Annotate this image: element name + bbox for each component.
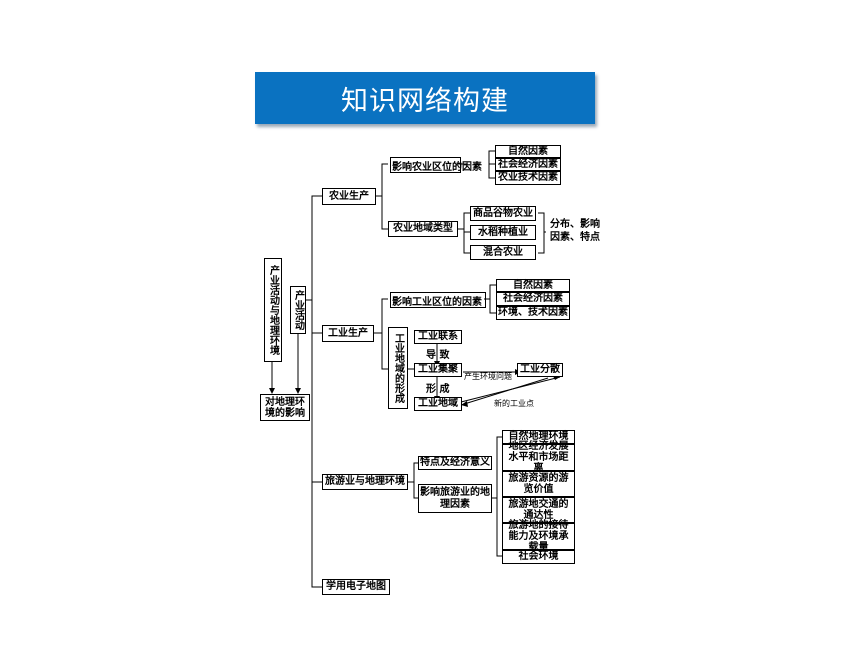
agri-factor-natural: 自然因素 <box>495 145 561 158</box>
agri-factor-socio: 社会经济因素 <box>495 158 561 171</box>
agri-regional-types: 农业地域类型 <box>388 221 458 237</box>
tourism-factors-label: 影响旅游业的地理因素 <box>418 484 492 513</box>
agriculture-box: 农业生产 <box>322 188 376 205</box>
ind-dispersion-box: 工业分散 <box>517 363 563 377</box>
ind-factor-env: 环境、技术因素 <box>496 306 570 320</box>
tourism-factor-4: 旅游地交通的通达性 <box>502 497 575 523</box>
tourism-factor-3: 旅游资源的游览价值 <box>502 471 575 497</box>
ind-cluster-box: 工业集聚 <box>414 363 462 377</box>
industry-box: 工业生产 <box>322 325 374 342</box>
main-brace <box>311 195 316 588</box>
ind-formation-box: 工业地域的形成 <box>388 327 408 409</box>
emap-box: 学用电子地图 <box>322 579 390 595</box>
ind-new-point-label: 新的工业点 <box>494 399 534 408</box>
tourism-factor-2: 地区经济发展水平和市场距离 <box>502 441 575 474</box>
agri-type-rice: 水稻种植业 <box>470 225 536 240</box>
ind-location-factors: 影响工业区位的因素 <box>390 292 486 308</box>
ind-link-box: 工业联系 <box>414 330 462 344</box>
sub-root-box: 产业活动 <box>290 286 306 334</box>
effect-box: 对地理环境的影响 <box>260 394 310 421</box>
title-banner: 知识网络构建 <box>255 72 595 124</box>
ind-lead-label: 导 致 <box>426 350 450 361</box>
ind-env-problem-label: 产生环境问题 <box>464 372 512 381</box>
ind-form-label: 形 成 <box>426 384 450 395</box>
agri-type-mixed: 混合农业 <box>470 245 536 260</box>
agri-type-summary: 分布、影响因素、特点 <box>546 216 604 246</box>
tourism-factor-6: 社会环境 <box>502 550 575 564</box>
tourism-factor-5: 旅游地的接待能力及环境承载量 <box>502 520 575 553</box>
agri-factor-tech: 农业技术因素 <box>495 171 561 185</box>
root-box: 产业活动与地理环境 <box>264 258 282 362</box>
ind-factor-socio: 社会经济因素 <box>496 292 570 306</box>
tourism-factor-1: 自然地理环境 <box>502 430 575 444</box>
agri-location-factors: 影响农业区位的因素 <box>390 157 482 173</box>
tourism-features: 特点及经济意义 <box>418 456 492 470</box>
ind-factor-natural: 自然因素 <box>496 279 570 292</box>
ind-region-box: 工业地域 <box>414 397 462 411</box>
agri-type-grain: 商品谷物农业 <box>470 206 536 221</box>
tourism-box: 旅游业与地理环境 <box>322 474 408 490</box>
